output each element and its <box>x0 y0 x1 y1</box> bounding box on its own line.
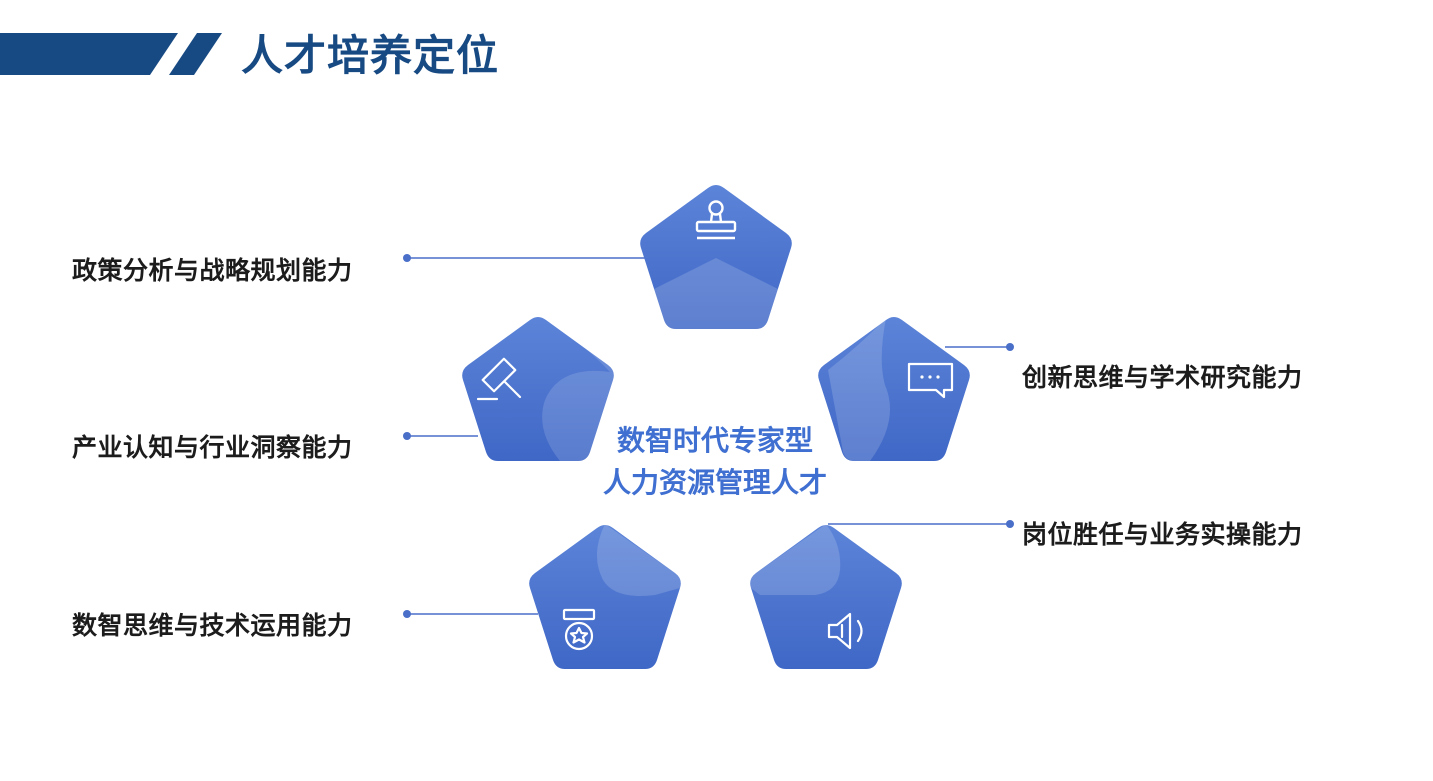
center-title-line-2: 人力资源管理人才 <box>602 466 827 499</box>
connector-dot-4 <box>1006 520 1014 528</box>
capability-label-innovation: 创新思维与学术研究能力 <box>1022 363 1303 392</box>
connector-dot-1 <box>403 254 411 262</box>
medal-icon <box>562 608 596 651</box>
stamp-icon <box>695 200 737 240</box>
capability-label-policy: 政策分析与战略规划能力 <box>72 256 353 285</box>
page-title: 人才培养定位 <box>241 31 500 80</box>
connector-dot-5 <box>403 610 411 618</box>
connector-dot-3 <box>403 432 411 440</box>
pentagon-upper-left <box>462 317 614 461</box>
capability-label-practice: 岗位胜任与业务实操能力 <box>1022 520 1303 549</box>
connector-dot-2 <box>1006 343 1014 351</box>
capability-label-industry: 产业认知与行业洞察能力 <box>72 433 353 462</box>
center-title: 数智时代专家型 人力资源管理人才 <box>560 420 870 504</box>
capability-label-digital: 数智思维与技术运用能力 <box>72 611 353 640</box>
pentagon-lower-left <box>529 524 681 669</box>
pentagon-upper-right <box>818 317 970 461</box>
chat-icon <box>907 362 954 399</box>
gavel-icon <box>476 357 522 401</box>
pentagon-lower-right <box>750 524 902 669</box>
connector-lines <box>403 254 1014 618</box>
pentagon-top <box>640 185 792 329</box>
header-decor <box>0 33 222 75</box>
center-title-line-1: 数智时代专家型 <box>616 424 813 457</box>
speaker-icon <box>827 612 863 650</box>
